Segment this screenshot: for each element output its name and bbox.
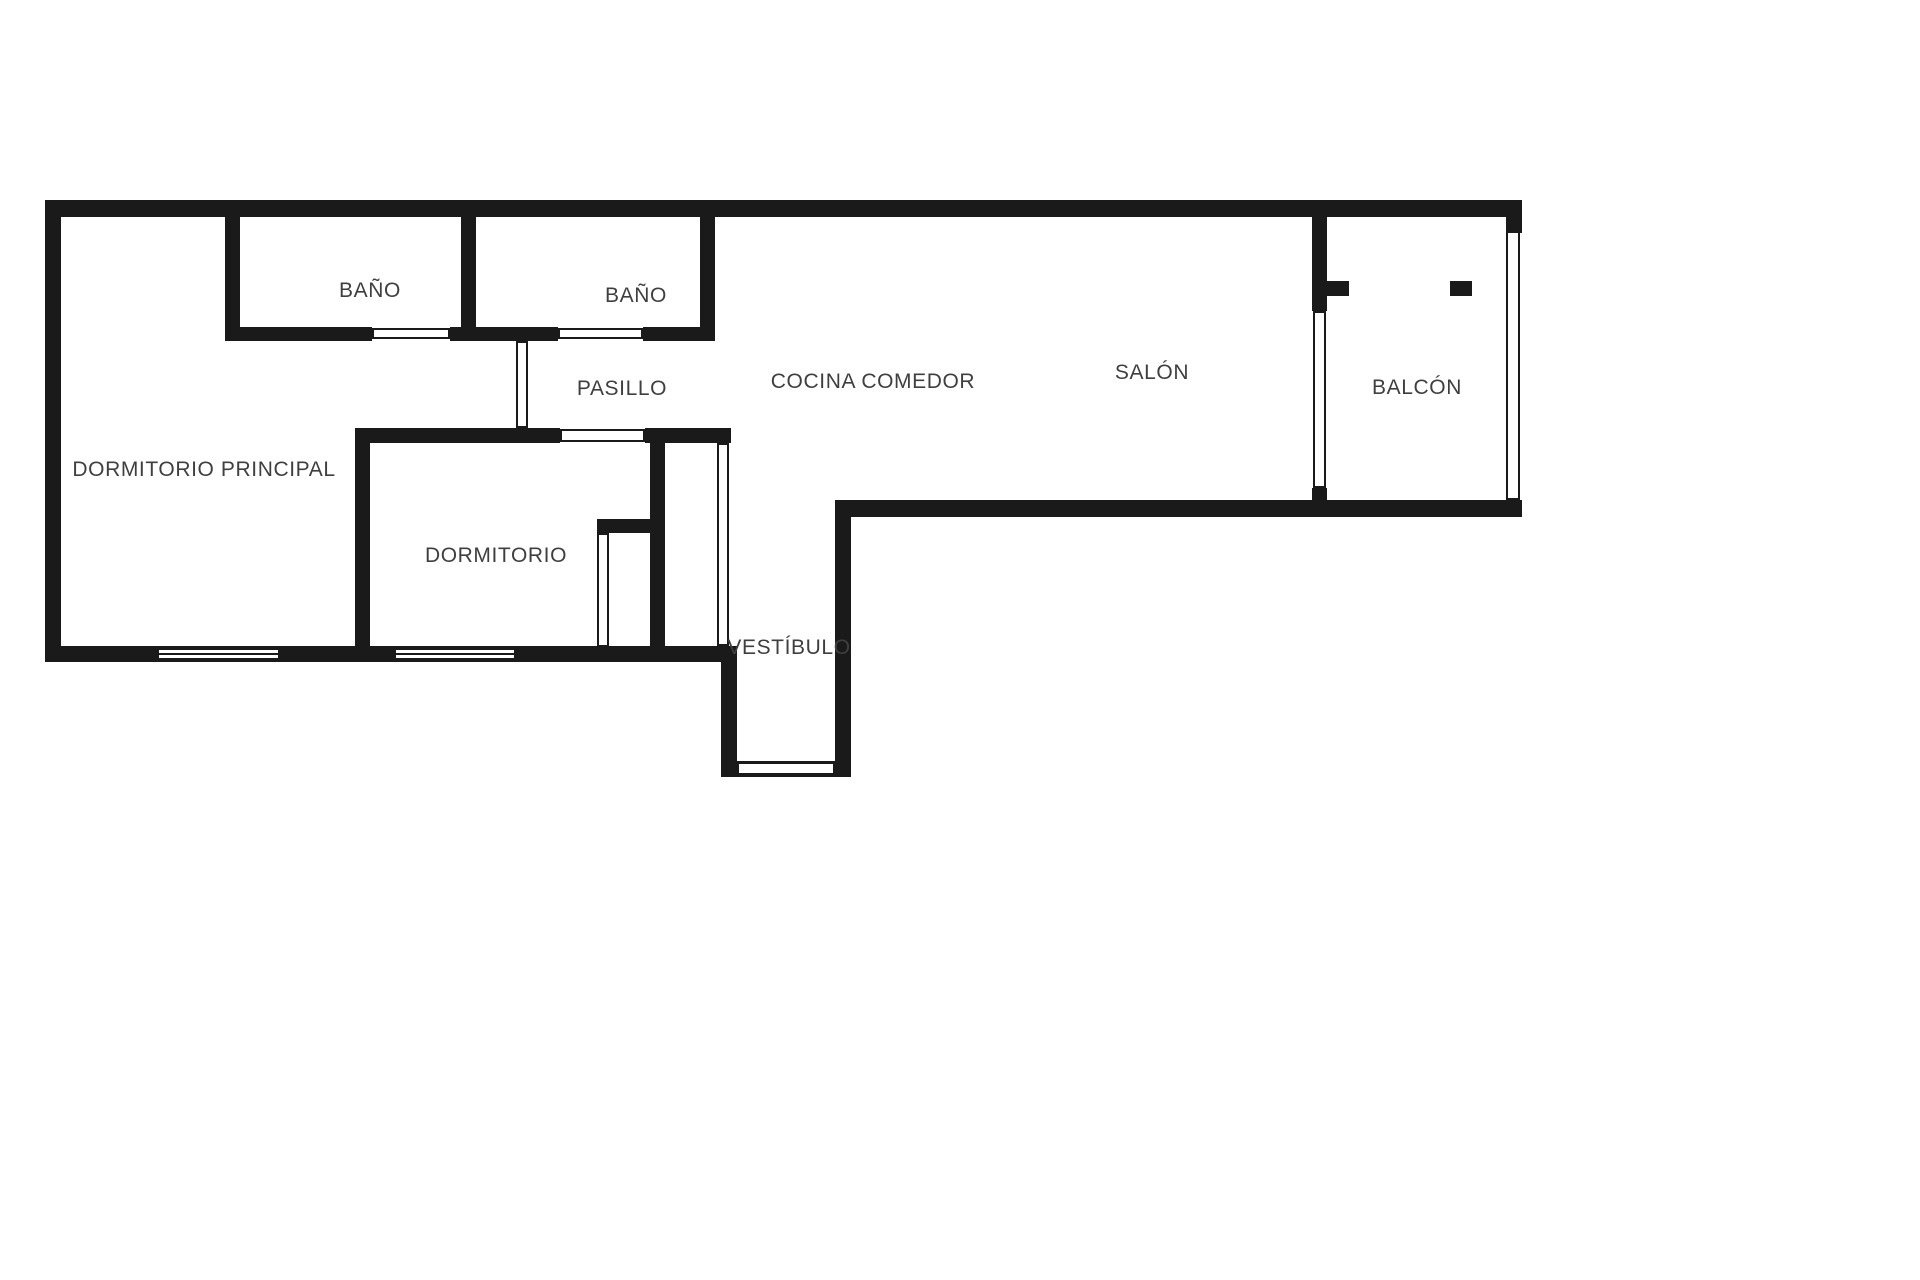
door-closet [597, 533, 609, 647]
wall-cocina-west [700, 217, 715, 341]
wall-outer-bottom-left [45, 646, 737, 662]
wall-outer-top [45, 200, 1522, 217]
wall-balcon-left-top [1312, 217, 1327, 311]
window-dormitorio [394, 648, 516, 660]
wall-balcon-left-bottom [1312, 488, 1327, 517]
wall-balcon-stub-left [1327, 281, 1349, 296]
wall-dormitorio-left [355, 428, 370, 662]
wall-bano1-bottom-west [225, 327, 372, 341]
door-entry [737, 762, 835, 775]
room-label-dormitorio-principal: DORMITORIO PRINCIPAL [72, 458, 336, 481]
wall-vestibule-left [721, 646, 737, 777]
door-pasillo [516, 341, 528, 428]
wall-outer-bottom-right [835, 500, 1522, 517]
balcony-railing [1506, 231, 1520, 500]
wall-bano1-left [225, 217, 240, 341]
wall-outer-left [45, 200, 61, 662]
wall-dormitorio-top-west [355, 428, 560, 443]
room-label-balcon: BALCÓN [1372, 376, 1462, 399]
wall-bano2-bottom-west [476, 327, 558, 341]
room-label-dormitorio: DORMITORIO [424, 544, 568, 567]
wall-banos-divider [461, 217, 476, 341]
room-label-bano-2: BAÑO [605, 284, 667, 307]
room-label-cocina-comedor: COCINA COMEDOR [770, 370, 976, 393]
wall-balcon-corner [1506, 217, 1522, 233]
door-bano2 [558, 328, 643, 339]
wall-closet-vertical [650, 428, 665, 647]
door-dormitorio [560, 429, 645, 442]
wall-dormitorio-top-east [645, 428, 731, 443]
room-label-pasillo: PASILLO [576, 377, 668, 400]
room-label-salon: SALÓN [1114, 361, 1190, 384]
door-bano1 [372, 328, 450, 339]
door-balcon [1313, 311, 1326, 488]
wall-balcon-stub-right [1450, 281, 1472, 296]
room-label-bano-1: BAÑO [339, 279, 401, 302]
wall-bano2-bottom-east [643, 327, 700, 341]
door-vestibulo-closet [717, 443, 729, 646]
wall-bano1-bottom-east [450, 327, 461, 341]
room-label-vestibulo: VESTÍBULO [727, 636, 851, 659]
wall-vestibule-right [835, 503, 851, 777]
window-dormitorio-principal [157, 648, 280, 660]
wall-closet-horizontal [597, 519, 650, 533]
